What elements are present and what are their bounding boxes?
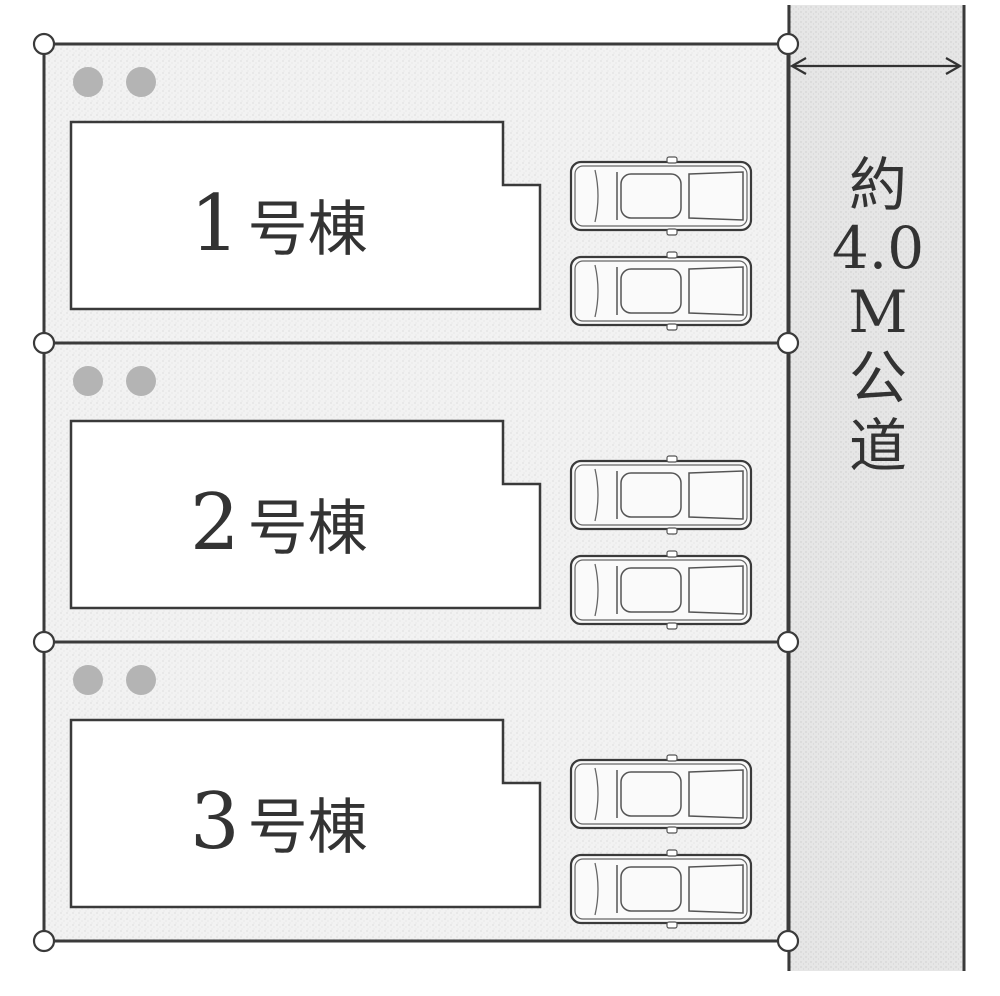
boundary-marker-icon — [776, 630, 800, 654]
car-icon — [569, 754, 753, 834]
tree-icon — [73, 665, 103, 695]
road-label: 約 4.0 M 公 道 — [832, 151, 924, 480]
tree-icon — [73, 366, 103, 396]
house-footprint — [69, 419, 542, 610]
road-label-line-4: 公 — [849, 344, 907, 412]
lot-number: 1 — [190, 179, 240, 269]
house-footprint — [69, 120, 542, 311]
road-label-line-1: 約 — [849, 151, 907, 219]
tree-icon — [126, 665, 156, 695]
boundary-marker-icon — [776, 331, 800, 355]
boundary-marker-icon — [32, 32, 56, 56]
car-icon — [569, 849, 753, 929]
lot-suffix: 号棟 — [248, 195, 368, 265]
public-road: 約 4.0 M 公 道 — [787, 5, 966, 971]
lot-suffix: 号棟 — [248, 494, 368, 564]
tree-icon — [126, 366, 156, 396]
boundary-marker-icon — [32, 630, 56, 654]
boundary-marker-icon — [32, 331, 56, 355]
house-footprint — [69, 718, 542, 909]
tree-icon — [73, 67, 103, 97]
car-icon — [569, 550, 753, 630]
car-icon — [569, 156, 753, 236]
road-label-line-2: 4.0 — [832, 214, 924, 282]
boundary-marker-icon — [776, 32, 800, 56]
road-surface — [787, 5, 965, 971]
car-icon — [569, 251, 753, 331]
lot-number: 2 — [190, 478, 240, 568]
boundary-markers — [32, 32, 800, 953]
road-label-line-5: 道 — [849, 412, 907, 480]
tree-icon — [126, 67, 156, 97]
lot-suffix: 号棟 — [248, 793, 368, 863]
car-icon — [569, 455, 753, 535]
road-label-line-3: M — [848, 278, 907, 346]
boundary-marker-icon — [32, 929, 56, 953]
lot-number: 3 — [190, 777, 240, 867]
double-arrow-icon — [789, 57, 963, 75]
boundary-marker-icon — [776, 929, 800, 953]
